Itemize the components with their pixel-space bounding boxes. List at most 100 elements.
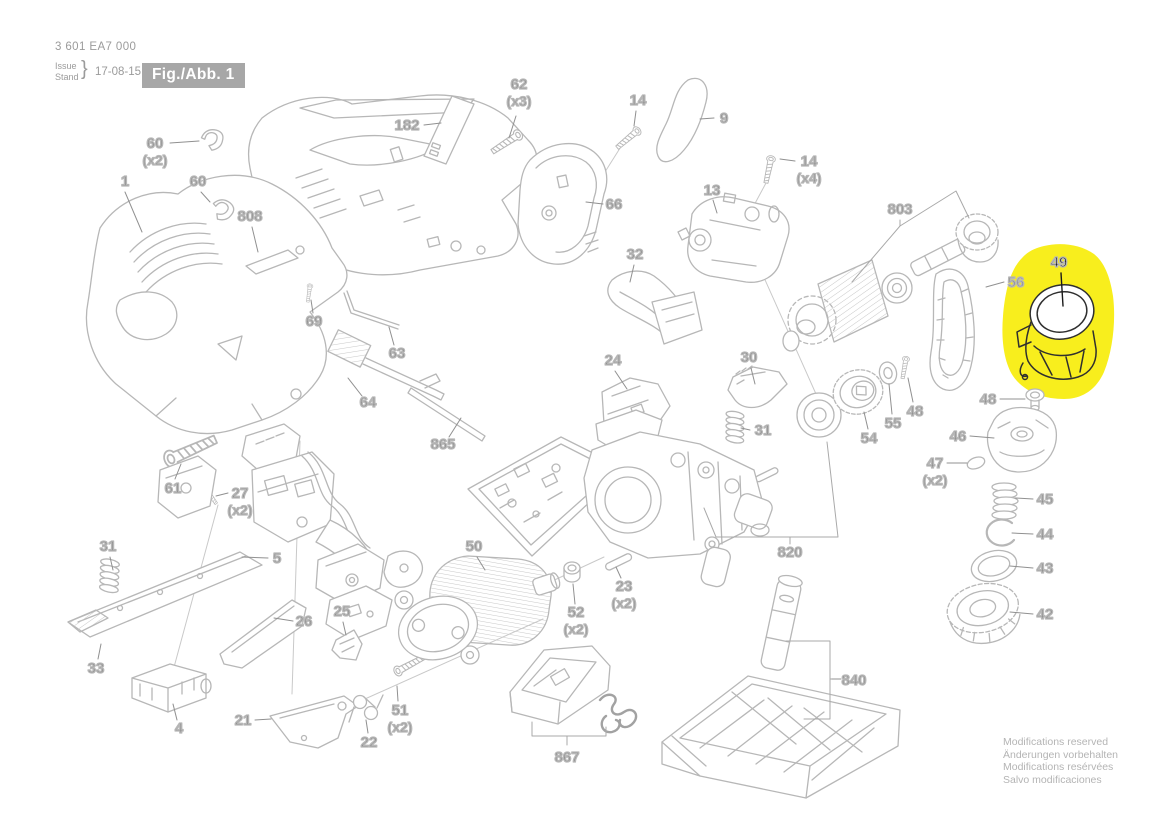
chute-32 <box>607 270 703 345</box>
part-label-1: 1 <box>121 173 129 190</box>
part-label-50: 50 <box>466 538 483 555</box>
rod-865 <box>407 387 486 442</box>
leader-line-49 <box>1060 272 1064 307</box>
part-label-69: 69 <box>306 313 323 330</box>
figure-badge: Fig./Abb. 1 <box>142 63 245 88</box>
part-qty-62: (x3) <box>507 93 532 109</box>
leader-line-31-1 <box>740 427 751 431</box>
spring-22 <box>348 694 384 723</box>
leader-line-56 <box>985 281 1005 288</box>
deflector-9 <box>656 77 708 163</box>
gearbox-820 <box>583 409 773 588</box>
part-label-47: 47 <box>927 455 944 472</box>
notice-line-en: Modifications reserved <box>1003 736 1109 748</box>
brace-glyph: } <box>81 58 88 80</box>
part-label-55: 55 <box>885 415 902 432</box>
bracket-867 <box>531 721 607 746</box>
armature-803 <box>782 213 999 352</box>
part-label-865: 865 <box>430 436 455 453</box>
spring-867 <box>598 693 638 734</box>
notice-line-fr: Modifications resérvées <box>1003 761 1114 773</box>
part-label-31-1: 31 <box>755 422 772 439</box>
part-label-56: 56 <box>1008 274 1025 291</box>
part-label-22: 22 <box>361 734 378 751</box>
clip-60-a <box>199 127 226 153</box>
leader-line-64 <box>347 377 363 397</box>
part-label-48-2: 48 <box>980 391 997 408</box>
part-qty-51: (x2) <box>388 719 413 735</box>
part-label-27: 27 <box>232 485 249 502</box>
leader-line-43 <box>1009 565 1034 569</box>
part-label-803: 803 <box>887 201 912 218</box>
part-label-51: 51 <box>392 702 409 719</box>
part-qty-60-1: (x2) <box>143 152 168 168</box>
leader-line-14-2 <box>779 158 796 162</box>
cap-48 <box>1025 388 1045 412</box>
leader-line-52 <box>572 583 576 605</box>
clip-25 <box>331 629 363 661</box>
part-label-182: 182 <box>394 117 419 134</box>
leader-line-48-1 <box>907 377 914 403</box>
part-label-867: 867 <box>554 749 579 766</box>
leader-line-63 <box>388 326 395 346</box>
bracket-803 <box>851 190 970 283</box>
notice-line-de: Änderungen vorbehalten <box>1003 748 1119 761</box>
part-label-60-2: 60 <box>190 173 207 190</box>
bracket-820 <box>703 441 839 545</box>
part-label-43: 43 <box>1037 560 1054 577</box>
leader-line-14-1 <box>633 110 637 127</box>
part-label-33: 33 <box>88 660 105 677</box>
box-867 <box>509 645 611 725</box>
leader-line-30 <box>750 367 756 385</box>
leader-line-54 <box>863 411 869 430</box>
washer-55 <box>878 361 898 385</box>
frame-840 <box>661 675 901 799</box>
part-qty-52: (x2) <box>564 621 589 637</box>
spring-45 <box>991 482 1019 520</box>
leader-line-22 <box>365 719 369 734</box>
housing-left <box>85 174 348 435</box>
leader-line-808 <box>251 226 259 253</box>
part-label-48-1: 48 <box>907 403 924 420</box>
gear-42 <box>946 582 1021 645</box>
part-label-46: 46 <box>950 428 967 445</box>
part-qty-47: (x2) <box>923 472 948 488</box>
part-label-63: 63 <box>389 345 406 362</box>
part-label-840: 840 <box>841 672 866 689</box>
wedge-30 <box>727 365 788 409</box>
circlip-44 <box>985 518 1016 547</box>
leader-line-21 <box>254 718 272 721</box>
part-label-42: 42 <box>1037 606 1054 623</box>
part-label-31-2: 31 <box>100 538 117 555</box>
labels-layer: 160(x2)6080818262(x3)149661314(x4)803564… <box>87 75 1068 766</box>
leader-line-23 <box>615 566 622 579</box>
ring-43 <box>970 549 1018 583</box>
leader-line-42 <box>1009 611 1034 615</box>
part-label-24: 24 <box>605 352 622 369</box>
leader-line-51 <box>396 685 399 702</box>
gearhead-13 <box>677 192 790 283</box>
leader-line-9 <box>699 117 715 120</box>
knob-46 <box>986 406 1058 473</box>
belt-56 <box>929 268 975 391</box>
leader-line-45 <box>1014 497 1034 500</box>
strip-808 <box>245 249 299 275</box>
part-label-820: 820 <box>777 544 802 561</box>
part-qty-23: (x2) <box>612 595 637 611</box>
part-label-45: 45 <box>1037 491 1054 508</box>
leader-line-4 <box>172 703 178 721</box>
issue-date: 17-08-15 <box>95 66 142 78</box>
part-label-30: 30 <box>741 349 758 366</box>
part-qty-27: (x2) <box>228 502 253 518</box>
hexkey-63 <box>343 290 400 330</box>
pad-47 <box>966 456 986 470</box>
screw-14-top <box>613 124 644 152</box>
leader-line-25 <box>342 621 347 636</box>
leader-line-13 <box>712 199 718 214</box>
part-label-23: 23 <box>616 578 633 595</box>
column-roller <box>760 574 803 671</box>
leader-line-5 <box>241 556 269 559</box>
issue-label: Issue <box>55 61 77 71</box>
part-label-60-1: 60 <box>147 135 164 152</box>
